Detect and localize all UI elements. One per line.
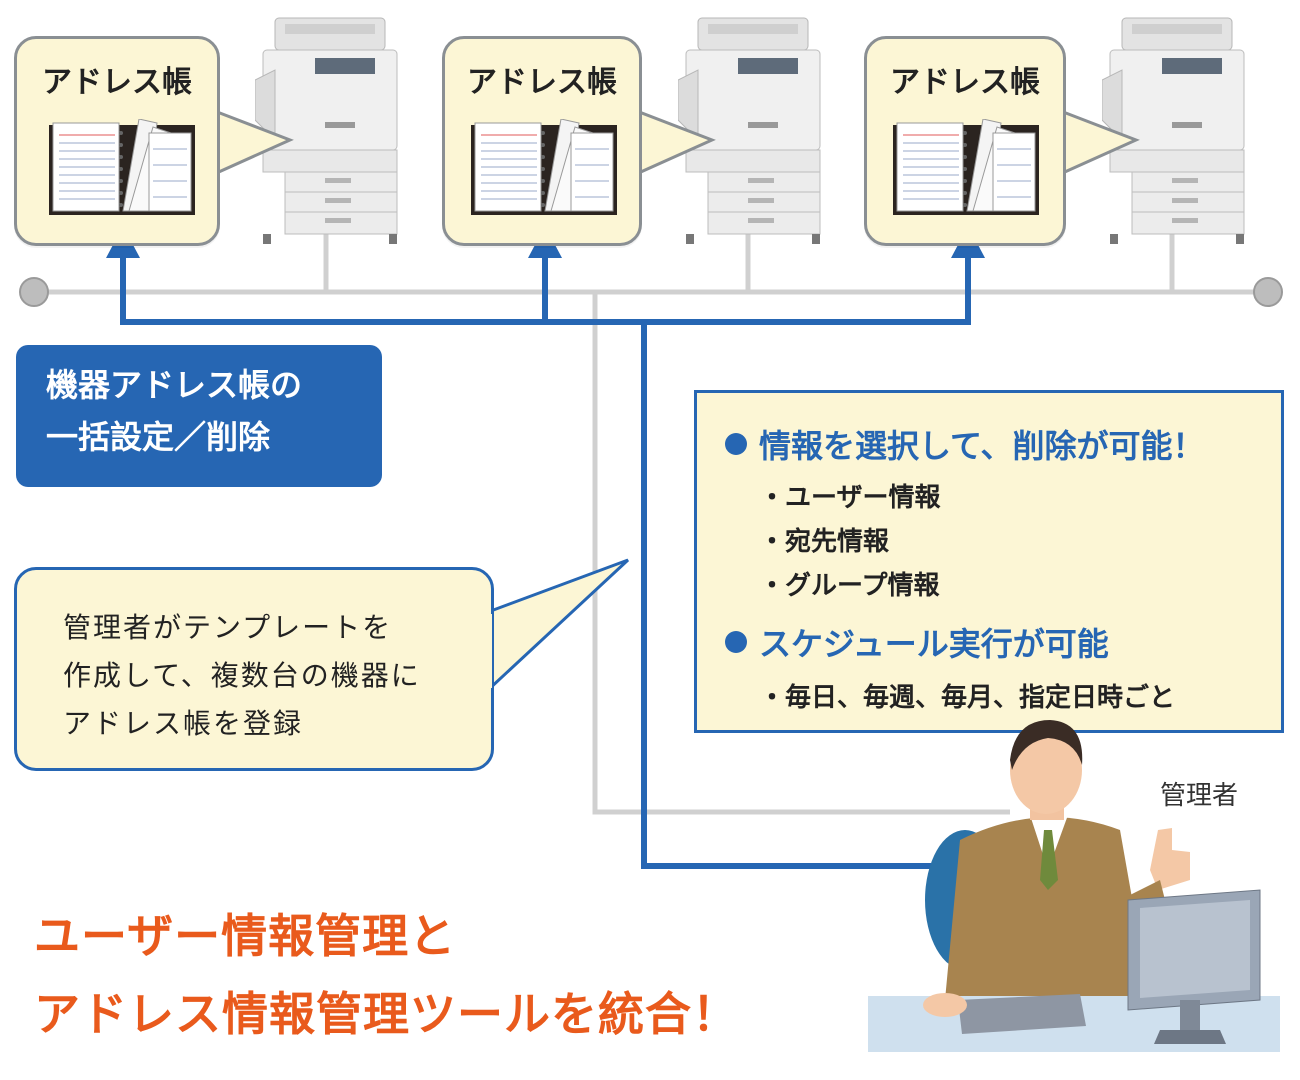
- address-book-bubble-3: アドレス帳: [864, 36, 1066, 246]
- address-book-bubble-1: アドレス帳: [14, 36, 220, 246]
- keyboard-icon: [958, 994, 1086, 1034]
- feature-heading-schedule: スケジュール実行が可能: [725, 619, 1109, 665]
- admin-speech-bubble: 管理者がテンプレートを 作成して、複数台の機器に アドレス帳を登録: [14, 567, 494, 771]
- address-book-icon: [471, 119, 617, 215]
- bulk-setting-line2: 一括設定／削除: [46, 418, 271, 456]
- bullet-icon: [725, 631, 747, 653]
- feature-item: ・毎日、毎週、毎月、指定日時ごと: [759, 683, 1176, 713]
- address-book-label: アドレス帳: [467, 65, 617, 100]
- headline-line1: ユーザー情報管理と: [34, 909, 457, 963]
- network-end-right: [1253, 277, 1283, 307]
- network-bus: [34, 232, 1268, 815]
- speech-line: アドレス帳を登録: [63, 707, 304, 740]
- printer-3: [1101, 10, 1252, 250]
- feature-heading-delete: 情報を選択して、削除が可能！: [725, 421, 1204, 467]
- printer-2: [677, 10, 828, 250]
- address-book-label: アドレス帳: [42, 65, 192, 100]
- control-lines: [120, 252, 1000, 869]
- address-book-label: アドレス帳: [890, 65, 1040, 100]
- monitor-icon: [1127, 889, 1261, 1044]
- address-book-bubble-2: アドレス帳: [442, 36, 642, 246]
- speech-line: 作成して、複数台の機器に: [63, 659, 421, 692]
- bulk-setting-line1: 機器アドレス帳の: [46, 366, 303, 404]
- feature-item: ・グループ情報: [759, 571, 940, 601]
- feature-item: ・宛先情報: [759, 527, 890, 557]
- network-end-left: [19, 277, 49, 307]
- printer-icon: [1101, 17, 1245, 244]
- feature-item: ・ユーザー情報: [759, 483, 941, 513]
- administrator-label: 管理者: [1160, 781, 1239, 811]
- speech-line: 管理者がテンプレートを: [63, 611, 393, 644]
- address-book-icon: [893, 119, 1039, 215]
- printer-icon: [677, 17, 821, 244]
- bulk-setting-label: 機器アドレス帳の 一括設定／削除: [16, 345, 382, 487]
- address-book-icon: [49, 119, 195, 215]
- feature-info-box: 情報を選択して、削除が可能！ ・ユーザー情報 ・宛先情報 ・グループ情報 スケジ…: [694, 390, 1284, 733]
- bullet-icon: [725, 433, 747, 455]
- headline-line2: アドレス情報管理ツールを統合！: [34, 987, 739, 1041]
